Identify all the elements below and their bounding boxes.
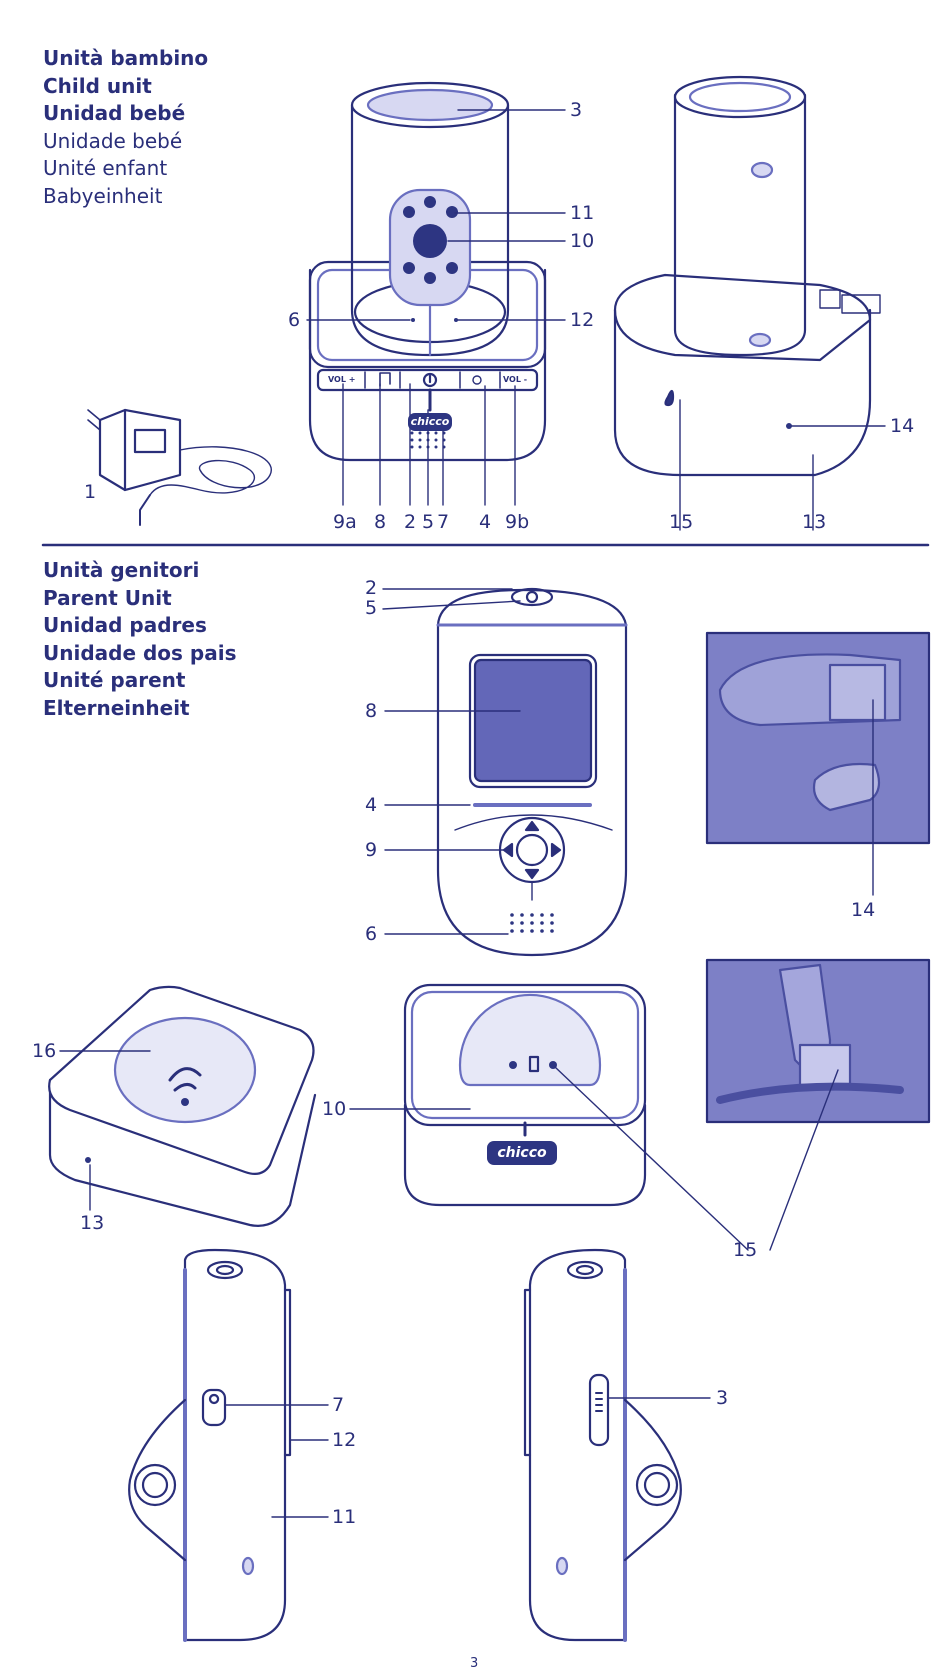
callout-hook: 15	[669, 512, 693, 532]
parent-unit-front	[383, 589, 626, 955]
vol-plus-label: VOL +	[328, 375, 355, 384]
callout-p-nav-keys: 9	[365, 840, 377, 860]
heading-en: Child unit	[43, 73, 208, 101]
charger-photo	[707, 960, 929, 1250]
heading-it: Unità genitori	[43, 557, 237, 585]
callout-hang-hole: 7	[332, 1395, 344, 1415]
callout-vol-up: 9a	[333, 512, 357, 532]
heading-fr: Unité enfant	[43, 155, 208, 183]
child-unit-headings: Unità bambino Child unit Unidad bebé Uni…	[43, 45, 208, 210]
callout-p-speaker: 6	[365, 924, 377, 944]
callout-power: 2	[404, 512, 416, 532]
callout-contacts: 15	[733, 1240, 757, 1260]
callout-p-power: 2	[365, 578, 377, 598]
parent-side-left	[129, 1250, 328, 1640]
power-adapter	[88, 410, 271, 525]
callout-charger-led: 16	[32, 1041, 56, 1061]
callout-speaker: 7	[437, 512, 449, 532]
callout-camera: 10	[570, 231, 594, 251]
callout-night-light: 4	[479, 512, 491, 532]
callout-music: 8	[374, 512, 386, 532]
callout-cradle: 10	[322, 1099, 346, 1119]
callout-base: 13	[802, 512, 826, 532]
child-unit-front	[310, 83, 545, 460]
heading-en: Parent Unit	[43, 585, 237, 613]
callout-vol-down: 9b	[505, 512, 529, 532]
heading-it: Unità bambino	[43, 45, 208, 73]
callout-p-power-led: 5	[365, 598, 377, 618]
charger-front	[350, 985, 748, 1250]
heading-de: Babyeinheit	[43, 183, 208, 211]
callout-mic: 6	[288, 310, 300, 330]
parent-side-right	[525, 1250, 710, 1640]
callout-p-sound-leds: 4	[365, 795, 377, 815]
callout-dc-socket: 14	[890, 416, 914, 436]
heading-es: Unidad bebé	[43, 100, 208, 128]
vol-minus-label: VOL -	[503, 375, 527, 384]
callout-p-mic: 11	[332, 1507, 356, 1527]
child-unit-back	[615, 77, 885, 530]
callout-power-adapter: 1	[84, 482, 96, 502]
brand-logo: chicco	[487, 1141, 557, 1165]
callout-clip: 12	[332, 1430, 356, 1450]
charger-angled	[49, 987, 315, 1226]
heading-pt: Unidade dos pais	[43, 640, 237, 668]
callout-battery-door: 14	[851, 900, 875, 920]
page-number: 3	[470, 1656, 478, 1671]
brand-logo: chicco	[408, 413, 452, 431]
callout-top: 3	[570, 100, 582, 120]
heading-de: Elterneinheit	[43, 695, 237, 723]
parent-unit-headings: Unità genitori Parent Unit Unidad padres…	[43, 557, 237, 722]
callout-p-screen: 8	[365, 701, 377, 721]
heading-pt: Unidade bebé	[43, 128, 208, 156]
callout-ir-leds: 11	[570, 203, 594, 223]
battery-photo	[707, 633, 929, 895]
heading-es: Unidad padres	[43, 612, 237, 640]
heading-fr: Unité parent	[43, 667, 237, 695]
callout-light-sensor: 12	[570, 310, 594, 330]
callout-power-led: 5	[422, 512, 434, 532]
callout-volume-indicator: 3	[716, 1388, 728, 1408]
callout-charger-dc: 13	[80, 1213, 104, 1233]
